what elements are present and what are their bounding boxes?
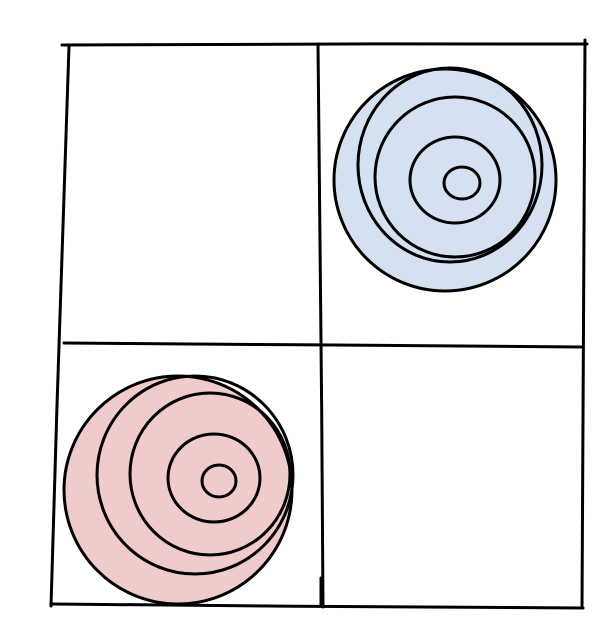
grid-right-border [580,38,587,610]
grid-middle-horizontal [62,341,583,349]
grid-left-border [49,44,71,608]
grid-middle-vertical [316,42,325,609]
grid-bottom-border [49,602,585,610]
red-piece-ring-1 [95,374,295,576]
red-piece-ring-3 [166,432,262,524]
blue-piece-ring-3 [408,135,502,225]
blue-piece [332,66,558,293]
blue-piece-ring-2 [373,95,537,259]
blue-piece-ring-1 [356,66,544,264]
red-piece-ring-2 [128,391,292,557]
red-piece [62,374,295,606]
grid-top-border [60,42,589,47]
red-piece-center-ring [200,463,238,499]
grid [49,38,589,610]
blue-piece-center-ring [442,165,482,201]
